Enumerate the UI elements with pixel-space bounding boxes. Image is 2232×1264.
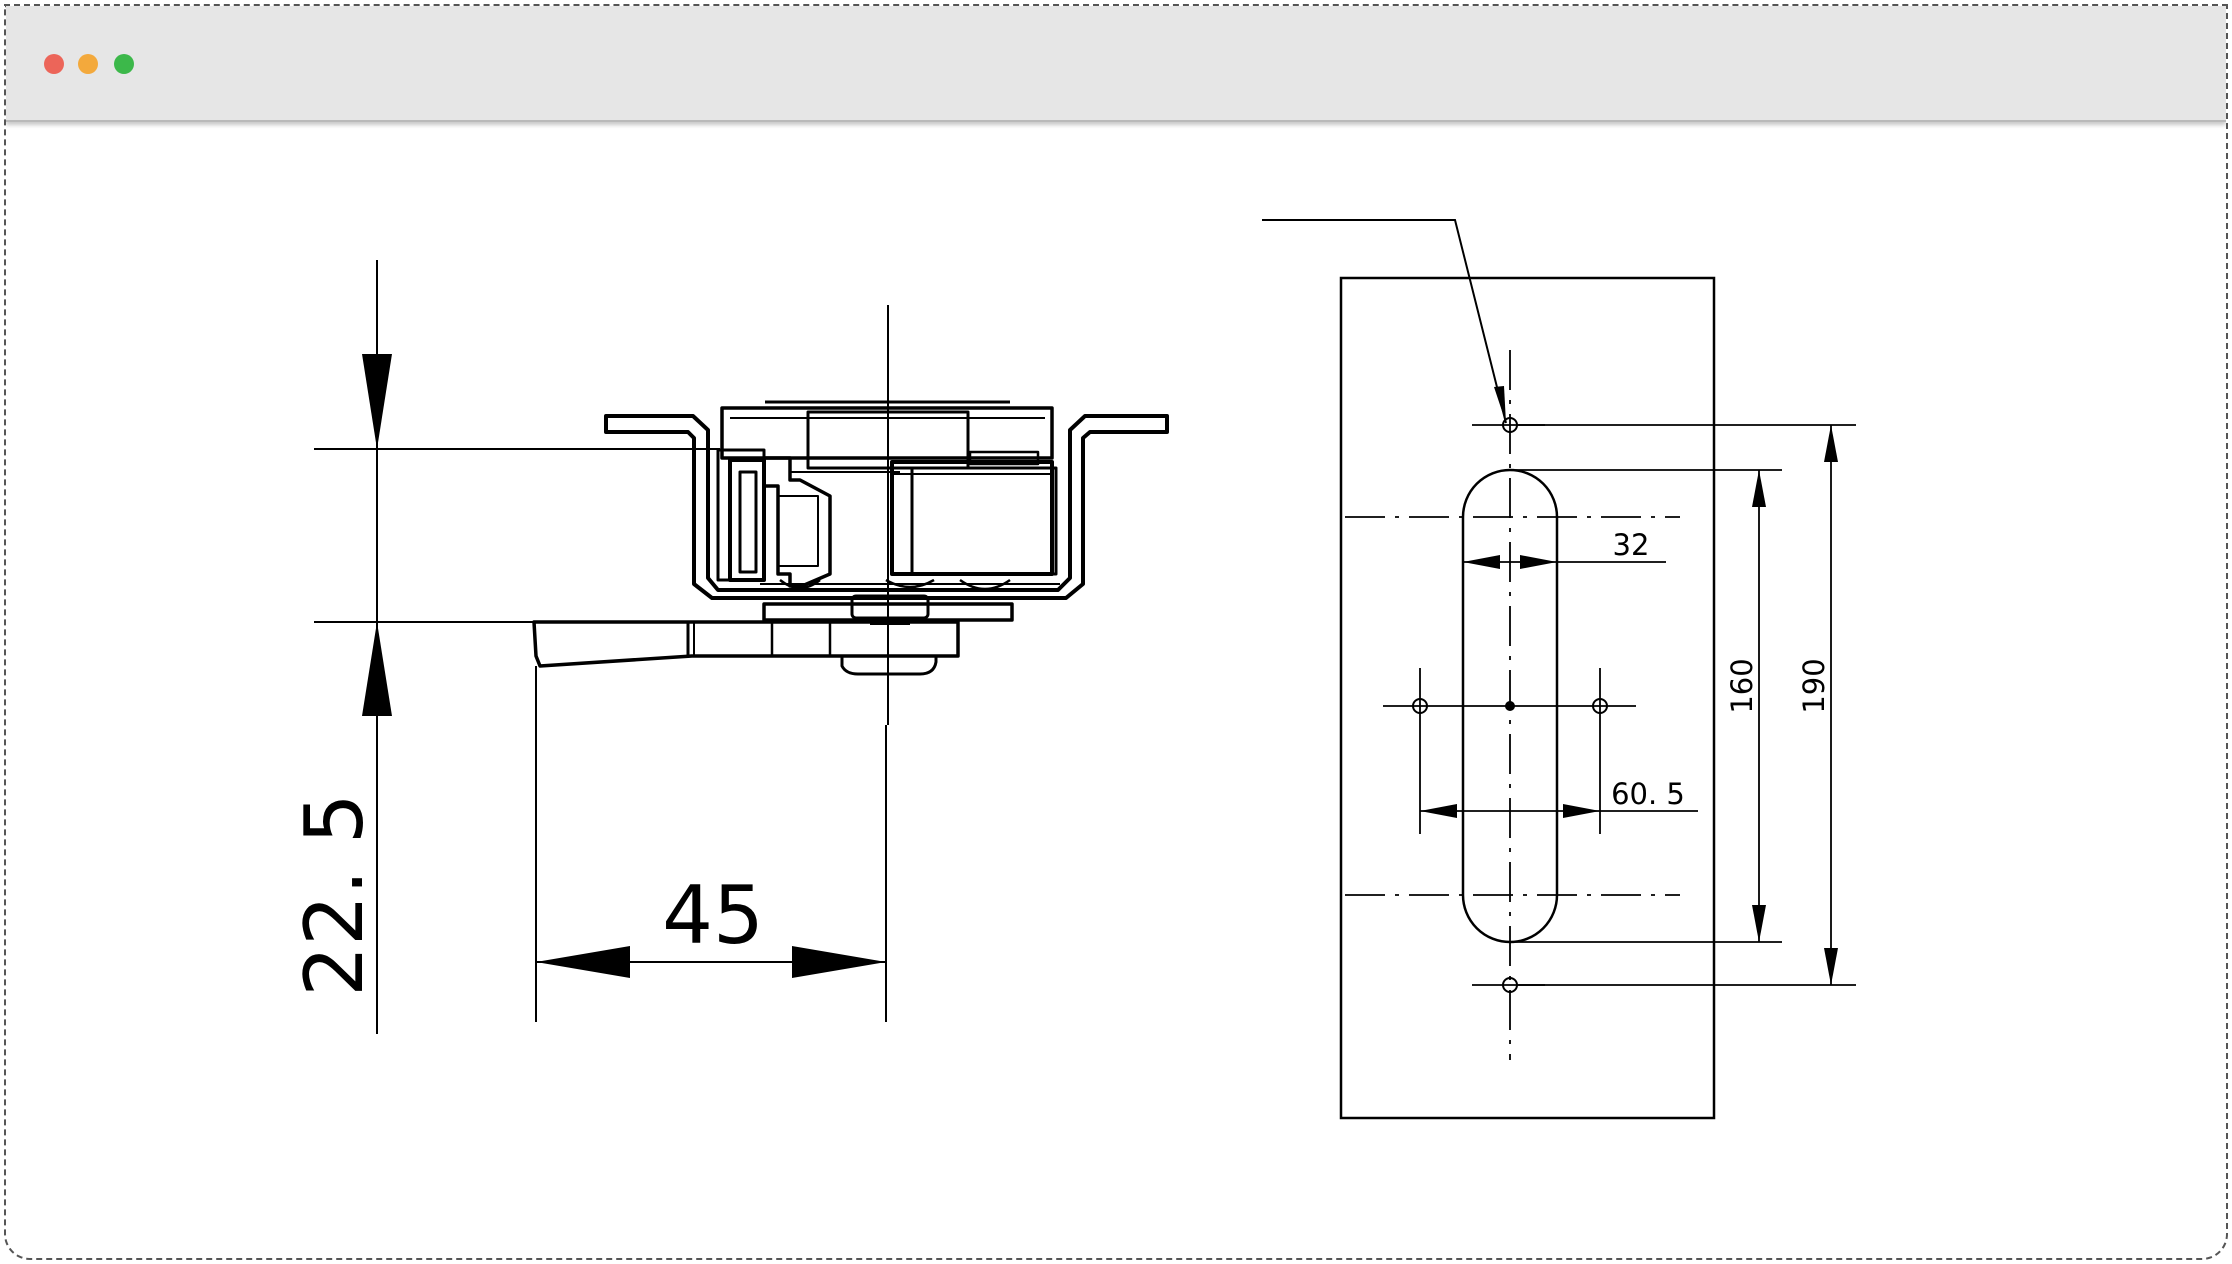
- height-dimension-arrow-up: [362, 622, 392, 716]
- lock-cam: [762, 456, 832, 588]
- side-view: [314, 260, 1169, 1034]
- hole-spacing-arrow-left: [1420, 804, 1457, 818]
- slot-length-arrow-bottom: [1752, 905, 1766, 942]
- lock-top-cap: [720, 406, 1054, 460]
- close-window-button[interactable]: [44, 54, 64, 74]
- lock-knob: [840, 656, 938, 676]
- slot-length-arrow-top: [1752, 470, 1766, 507]
- mounting-panel: [1339, 276, 1716, 1120]
- hole-spacing-dimension-label: 60. 5: [1611, 777, 1685, 811]
- slot-length-dimension-label: 160: [1725, 658, 1759, 713]
- lock-bolt-block: [890, 460, 1054, 576]
- lock-cam-inner: [778, 495, 819, 567]
- lock-body-outline: [604, 414, 1169, 600]
- slot-width-arrow-right: [1520, 555, 1557, 569]
- minimize-window-button[interactable]: [78, 54, 98, 74]
- slot-width-dimension-label: 32: [1613, 528, 1650, 562]
- mounting-spacing-arrow-bottom: [1824, 948, 1838, 985]
- lock-screw-head: [850, 594, 930, 620]
- lock-roller: [779, 579, 821, 590]
- width-dimension-arrow-left: [536, 946, 630, 978]
- hole-spacing-arrow-right: [1563, 804, 1600, 818]
- maximize-window-button[interactable]: [114, 54, 134, 74]
- lock-inner-wall: [738, 470, 758, 574]
- height-dimension-arrow-down: [362, 354, 392, 449]
- lock-top-recess: [806, 410, 970, 470]
- lock-inner-wall: [728, 458, 766, 582]
- leader-line: [1262, 219, 1507, 424]
- title-bar: [6, 6, 2226, 122]
- lock-handle: [532, 620, 960, 668]
- width-dimension-arrow-right: [792, 946, 886, 978]
- mounting-spacing-dimension-label: 190: [1797, 658, 1831, 713]
- front-view: [1262, 219, 1856, 1120]
- leader-arrow: [1494, 386, 1506, 423]
- lock-base-plate: [762, 602, 1014, 622]
- lock-roller: [959, 578, 1011, 591]
- width-dimension-label: 45: [662, 869, 764, 962]
- lock-bolt-top: [968, 450, 1040, 466]
- lock-bolt-block-inner: [910, 466, 1058, 576]
- slot-width-arrow-left: [1463, 555, 1500, 569]
- mounting-spacing-arrow-top: [1824, 425, 1838, 462]
- height-dimension-label: 22. 5: [288, 793, 381, 997]
- browser-window: [4, 4, 2228, 1260]
- lock-roller: [885, 578, 935, 589]
